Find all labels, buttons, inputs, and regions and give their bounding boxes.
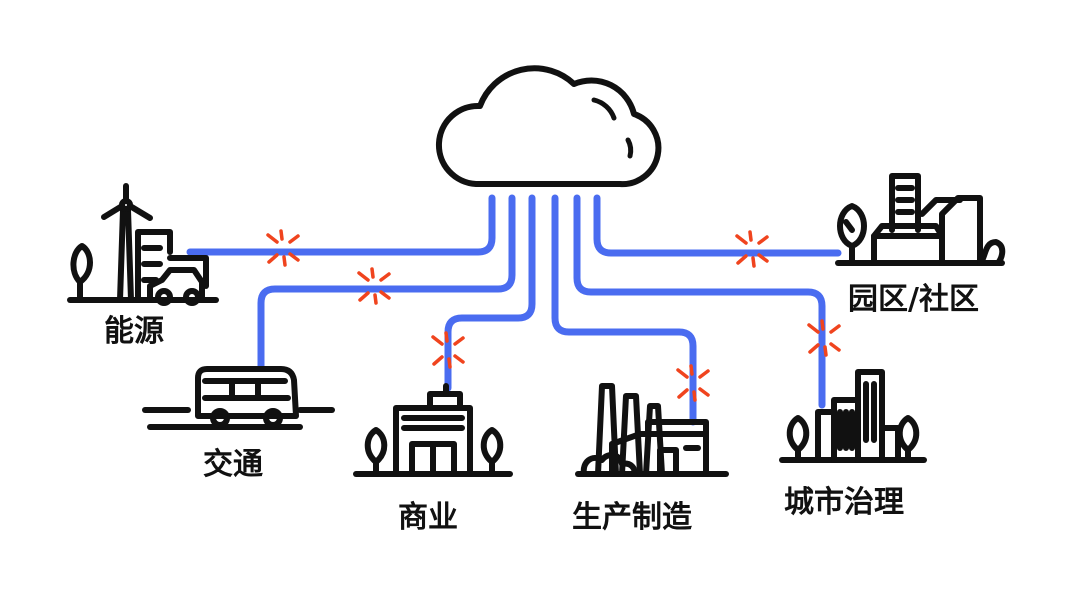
spark-city-icon [807, 319, 841, 357]
label-commerce: 商业 [398, 500, 458, 535]
connector-city [573, 194, 826, 409]
label-manufacturing: 生产制造 [572, 500, 692, 535]
spark-energy-icon [266, 229, 300, 267]
label-park: 园区/社区 [848, 282, 979, 317]
label-energy: 能源 [104, 314, 164, 349]
factory-icon [575, 383, 729, 477]
label-city: 城市治理 [784, 485, 904, 520]
connector-park [593, 194, 842, 257]
cloud-icon [436, 65, 662, 188]
bus-icon [142, 366, 335, 430]
spark-commerce-icon [431, 331, 465, 369]
park-community-icon [835, 173, 1006, 266]
store-building-icon [353, 383, 513, 477]
connector-transport [257, 194, 516, 372]
city-skyline-icon [779, 369, 927, 463]
spark-manufacturing-icon [676, 364, 710, 402]
spark-park-icon [735, 230, 769, 268]
label-transport: 交通 [203, 447, 263, 482]
connector-energy [186, 194, 496, 256]
connector-commerce [444, 194, 536, 392]
spark-transport-icon [357, 267, 391, 305]
connector-manufacturing [551, 194, 697, 426]
wind-turbine-buildings-car-icon [67, 183, 219, 306]
